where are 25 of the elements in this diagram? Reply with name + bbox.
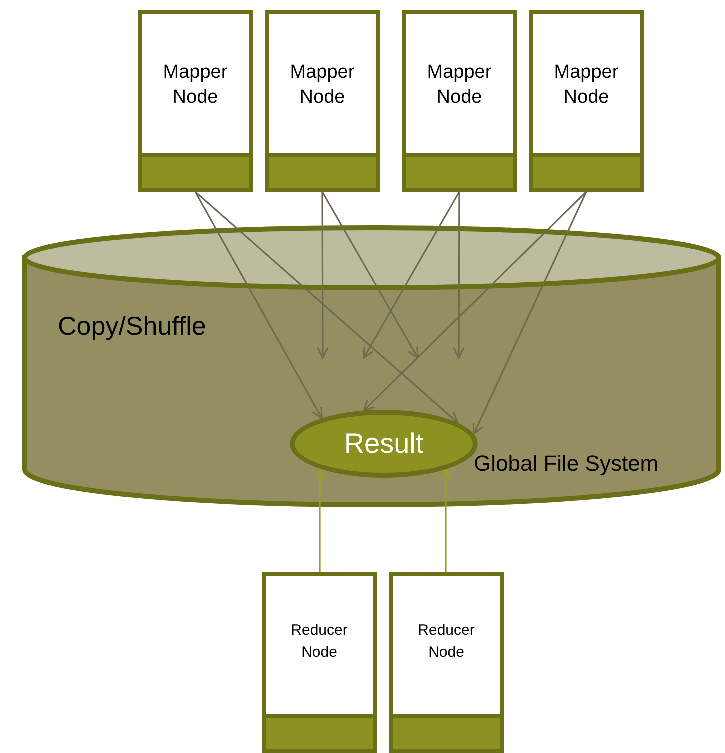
process-box — [262, 572, 377, 753]
node-label: Reducer Node — [290, 621, 349, 663]
node-label: Copy/Shuffle — [58, 313, 206, 339]
process-box — [529, 10, 644, 192]
arrow — [317, 192, 329, 359]
node-label: Mapper Node — [289, 61, 356, 110]
arrow — [472, 192, 588, 435]
arrow — [314, 468, 326, 572]
arrow — [440, 468, 452, 572]
node-label: Mapper Node — [553, 61, 620, 110]
node-label: Mapper Node — [426, 61, 493, 110]
arrow — [322, 192, 419, 359]
node-label: Global File System — [474, 453, 659, 475]
node-label: Result — [344, 430, 424, 458]
arrow — [194, 192, 323, 420]
node-label: Mapper Node — [162, 61, 229, 110]
process-box — [138, 10, 253, 192]
arrow — [363, 192, 460, 359]
arrow — [453, 192, 465, 359]
process-box — [389, 572, 504, 753]
process-box — [265, 10, 380, 192]
node-label: Reducer Node — [417, 621, 476, 663]
process-box — [402, 10, 517, 192]
arrow — [363, 191, 588, 412]
arrow — [194, 191, 459, 424]
